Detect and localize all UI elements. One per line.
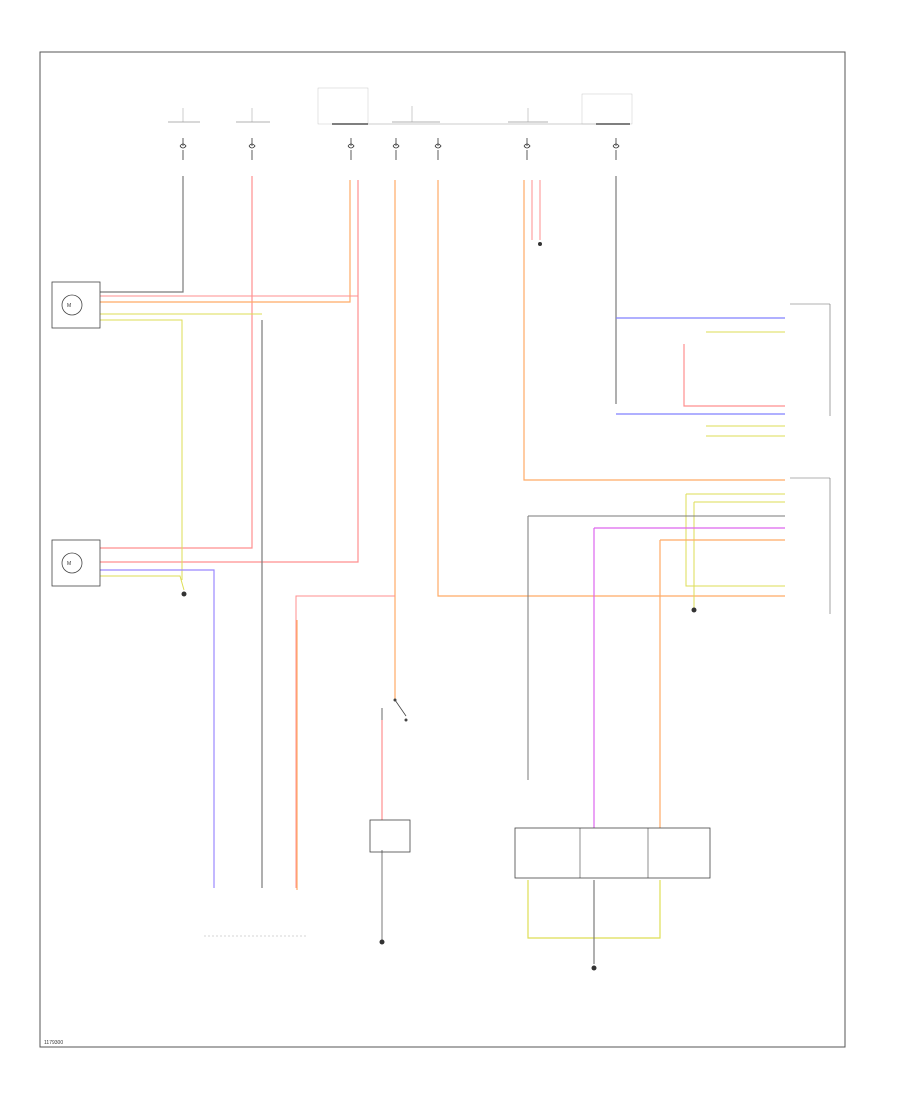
- wire-yellow: [100, 319, 183, 580]
- ground-symbol: [691, 607, 697, 613]
- fuse-symbol: [248, 138, 256, 160]
- fuse-header-4: [392, 106, 440, 123]
- ground-symbol: [379, 939, 385, 945]
- wire-pink: [295, 595, 395, 888]
- wire-pink: [100, 180, 359, 563]
- fuse-symbol: [347, 138, 355, 160]
- wire-orange: [523, 180, 785, 481]
- wire-orange: [437, 180, 785, 597]
- wire-orange: [659, 539, 785, 828]
- fuse-symbol: [392, 138, 400, 160]
- bottom-right-module: [514, 827, 711, 879]
- splice-dot: [538, 242, 542, 246]
- footer-code: 1179300: [44, 1040, 63, 1046]
- wire-purple: [100, 569, 215, 888]
- lower-motor: M: [51, 539, 101, 587]
- wire-gray: [527, 515, 785, 780]
- wire-yellow: [100, 575, 185, 591]
- fuses: [179, 138, 620, 160]
- center-lower-module: [369, 819, 411, 853]
- wire-pink: [683, 344, 785, 407]
- right-lower-module: [790, 477, 831, 614]
- ground-symbol: [181, 591, 187, 597]
- fuse-header-3: [317, 87, 369, 125]
- svg-text:M: M: [67, 561, 71, 567]
- upper-motor: M: [51, 281, 101, 329]
- fuse-symbol: [434, 138, 442, 160]
- fuse-symbol: [523, 138, 531, 160]
- wire-yellow: [685, 494, 785, 587]
- svg-text:M: M: [67, 303, 71, 309]
- fuse-symbol: [612, 138, 620, 160]
- wire-gray: [100, 176, 184, 293]
- fuse-headers: [168, 87, 633, 125]
- fuse-header-6: [581, 93, 633, 125]
- fuse-header-5: [508, 108, 548, 123]
- ground-symbol: [591, 965, 597, 971]
- wire-magenta: [593, 527, 785, 828]
- wires: [100, 176, 785, 964]
- components: M M: [51, 242, 831, 971]
- wire-pink: [100, 176, 253, 549]
- fuse-header-2: [236, 108, 270, 123]
- wire-orange: [100, 180, 351, 303]
- switch-symbol: [381, 698, 408, 722]
- right-upper-module: [790, 303, 831, 416]
- fuse-symbol: [179, 138, 187, 160]
- diagram-frame: [39, 51, 846, 1048]
- fuse-header-1: [168, 108, 200, 123]
